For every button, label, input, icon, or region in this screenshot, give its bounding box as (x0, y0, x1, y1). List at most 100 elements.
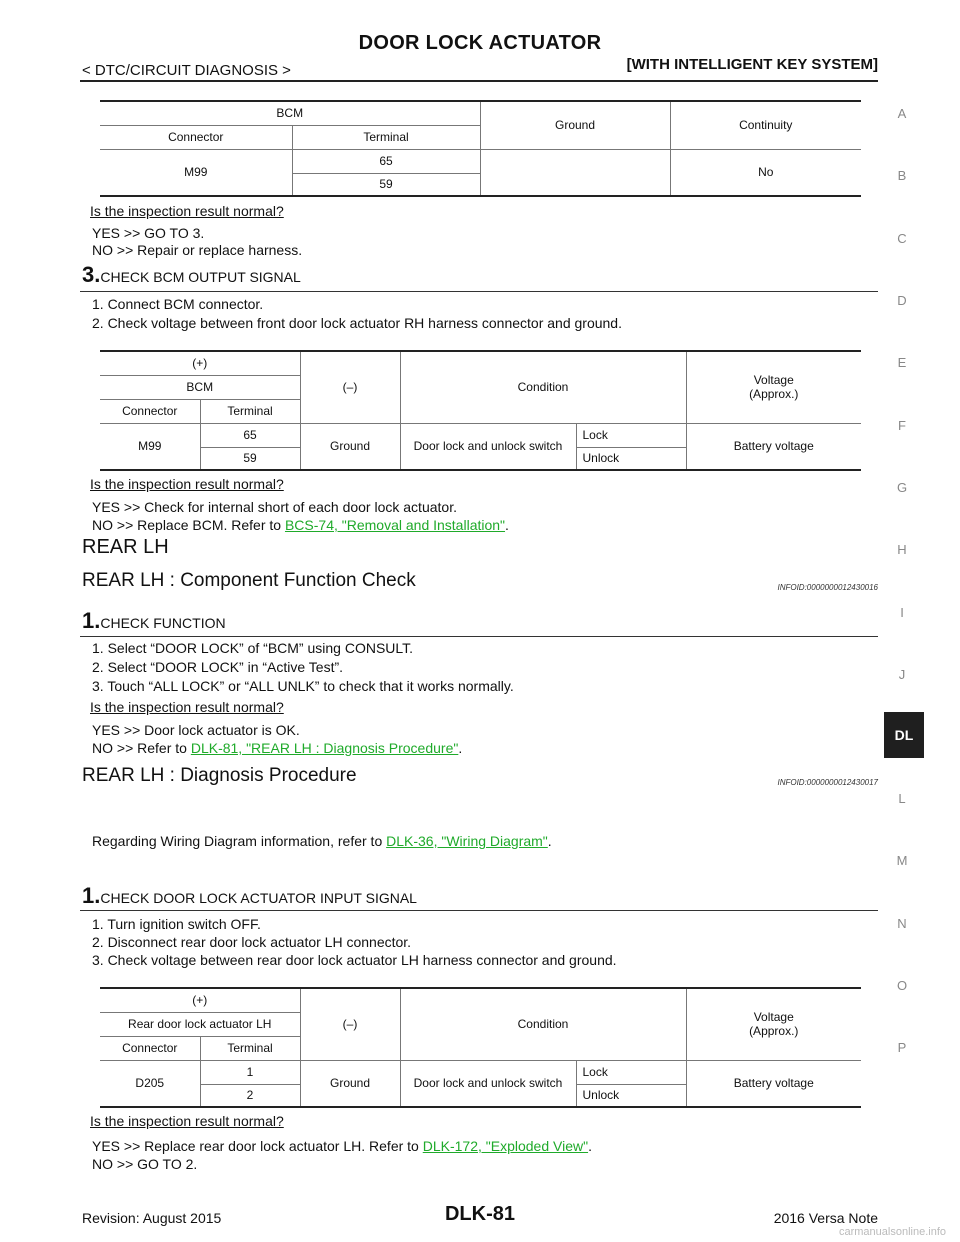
footer-revision: Revision: August 2015 (82, 1210, 222, 1226)
yes-answer-2: YES >> Check for internal short of each … (92, 499, 457, 515)
step-1a-number: 1. (82, 608, 101, 633)
table3-terminal-header: Terminal (199, 1036, 300, 1061)
table3-minus-header: (–) (299, 988, 400, 1061)
table1-bcm-header: BCM (100, 101, 480, 126)
table3-condition-value: Door lock and unlock switch (399, 1060, 576, 1108)
bcs-74-link[interactable]: BCS-74, "Removal and Installation" (284, 517, 506, 533)
table3-actuator-header: Rear door lock actuator LH (100, 1012, 300, 1037)
diagnosis-procedure-title: REAR LH : Diagnosis Procedure (82, 765, 357, 786)
table2-bcm-header: BCM (100, 375, 300, 400)
step-1b-rule (80, 910, 878, 911)
table2-connector-header: Connector (100, 399, 200, 424)
watermark: carmanualsonline.info (838, 1226, 946, 1238)
table2-connector-value: M99 (100, 423, 200, 471)
table2-condition-value: Door lock and unlock switch (399, 423, 576, 471)
footer-page-number: DLK-81 (444, 1203, 515, 1225)
side-index-f[interactable]: F (898, 418, 906, 433)
table3-ground: Ground (299, 1060, 400, 1108)
inspection-question-1: Is the inspection result normal? (90, 203, 284, 219)
step-1b-item-2: 2. Disconnect rear door lock actuator LH… (92, 934, 412, 950)
table3-lock: Lock (575, 1060, 686, 1085)
side-index-c[interactable]: C (897, 231, 907, 246)
table2-plus-header: (+) (100, 351, 300, 376)
yes-answer-3: YES >> Door lock actuator is OK. (92, 722, 300, 738)
step-1-input-signal-heading: 1.CHECK DOOR LOCK ACTUATOR INPUT SIGNAL (82, 883, 417, 909)
side-index-l[interactable]: L (898, 791, 906, 806)
step-3-number: 3. (82, 262, 101, 287)
no-answer-2-text: NO >> Replace BCM. Refer to (92, 517, 285, 533)
table1-ground-header: Ground (479, 101, 670, 150)
table1-terminal-header: Terminal (291, 125, 480, 150)
table3-terminal-1: 1 (199, 1060, 300, 1085)
inspection-question-4: Is the inspection result normal? (90, 1113, 284, 1129)
side-index-n[interactable]: N (897, 916, 907, 931)
no-answer-4: NO >> GO TO 2. (92, 1156, 198, 1172)
wiring-text: Regarding Wiring Diagram information, re… (92, 833, 387, 849)
table2-condition-header: Condition (399, 351, 686, 424)
dlk-36-wiring-link[interactable]: DLK-36, "Wiring Diagram" (386, 833, 548, 849)
side-index-dl-active[interactable]: DL (884, 712, 924, 758)
step-1b-title: CHECK DOOR LOCK ACTUATOR INPUT SIGNAL (100, 890, 417, 906)
header-system: [WITH INTELLIGENT KEY SYSTEM] (626, 56, 878, 73)
side-index-o[interactable]: O (896, 978, 908, 993)
table2-voltage-value: Battery voltage (685, 423, 861, 471)
table3-voltage-value: Battery voltage (685, 1060, 861, 1108)
rear-lh-voltage-table: (+) (–) Condition Voltage (Approx.) Rear… (100, 987, 861, 1108)
no-answer-1: NO >> Repair or replace harness. (92, 242, 303, 258)
table1-result: No (669, 149, 861, 197)
step-1b-item-3: 3. Check voltage between rear door lock … (92, 952, 617, 968)
step-1b-number: 1. (82, 883, 101, 908)
step-3-title: CHECK BCM OUTPUT SIGNAL (100, 269, 301, 285)
side-index-i[interactable]: I (900, 605, 904, 620)
table3-plus-header: (+) (100, 988, 300, 1013)
table1-continuity-header: Continuity (669, 101, 861, 150)
inspection-question-2: Is the inspection result normal? (90, 476, 284, 492)
yes-answer-4: YES >> Replace rear door lock actuator L… (92, 1138, 592, 1155)
table2-unlock: Unlock (575, 447, 686, 471)
section-rear-lh: REAR LH (82, 536, 169, 558)
yes-answer-4-text: YES >> Replace rear door lock actuator L… (92, 1138, 423, 1154)
side-index-j[interactable]: J (898, 667, 906, 682)
side-index-e[interactable]: E (897, 355, 907, 370)
header-section: < DTC/CIRCUIT DIAGNOSIS > (82, 62, 291, 79)
table1-terminal-2: 59 (291, 173, 480, 197)
table2-terminal-2: 59 (199, 447, 300, 471)
step-3-heading: 3.CHECK BCM OUTPUT SIGNAL (82, 262, 301, 288)
no-answer-2-suffix: . (505, 517, 509, 533)
table3-connector-header: Connector (100, 1036, 200, 1061)
table1-connector-value: M99 (100, 149, 292, 197)
table2-voltage-header: Voltage (Approx.) (685, 351, 861, 424)
step-3-item-1: 1. Connect BCM connector. (92, 296, 264, 312)
footer-model: 2016 Versa Note (773, 1210, 878, 1226)
side-index-h[interactable]: H (897, 542, 907, 557)
no-answer-3: NO >> Refer to DLK-81, "REAR LH : Diagno… (92, 740, 462, 757)
wiring-diagram-reference: Regarding Wiring Diagram information, re… (92, 833, 552, 850)
step-3-rule (80, 291, 878, 292)
component-function-check-title: REAR LH : Component Function Check (82, 570, 416, 591)
table1-ground-cell (479, 149, 670, 197)
side-index-a[interactable]: A (897, 106, 907, 121)
no-answer-3-text: NO >> Refer to (92, 740, 191, 756)
step-1a-item-3: 3. Touch “ALL LOCK” or “ALL UNLK” to che… (92, 678, 514, 694)
header-rule (80, 80, 878, 82)
table2-terminal-1: 65 (199, 423, 300, 448)
side-index-b[interactable]: B (897, 168, 907, 183)
wiring-suffix: . (547, 833, 552, 849)
step-1a-item-2: 2. Select “DOOR LOCK” in “Active Test”. (92, 659, 344, 675)
dlk-81-diagnosis-link[interactable]: DLK-81, "REAR LH : Diagnosis Procedure" (190, 740, 459, 756)
table3-condition-header: Condition (399, 988, 686, 1061)
component-function-check-infoid: INFOID:0000000012430016 (777, 583, 878, 592)
diagnosis-procedure-infoid: INFOID:0000000012430017 (777, 778, 878, 787)
dlk-172-exploded-view-link[interactable]: DLK-172, "Exploded View" (422, 1138, 589, 1154)
step-1a-item-1: 1. Select “DOOR LOCK” of “BCM” using CON… (92, 640, 414, 656)
side-index-p[interactable]: P (897, 1040, 907, 1055)
side-index-d[interactable]: D (897, 293, 907, 308)
no-answer-2: NO >> Replace BCM. Refer to BCS-74, "Rem… (92, 517, 509, 534)
side-index-m[interactable]: M (896, 853, 908, 868)
table3-connector-value: D205 (100, 1060, 200, 1108)
side-index-g[interactable]: G (896, 480, 908, 495)
bcm-voltage-table: (+) (–) Condition Voltage (Approx.) BCM … (100, 350, 861, 471)
table2-minus-header: (–) (299, 351, 400, 424)
no-answer-3-suffix: . (458, 740, 463, 756)
step-3-item-2: 2. Check voltage between front door lock… (92, 315, 622, 331)
